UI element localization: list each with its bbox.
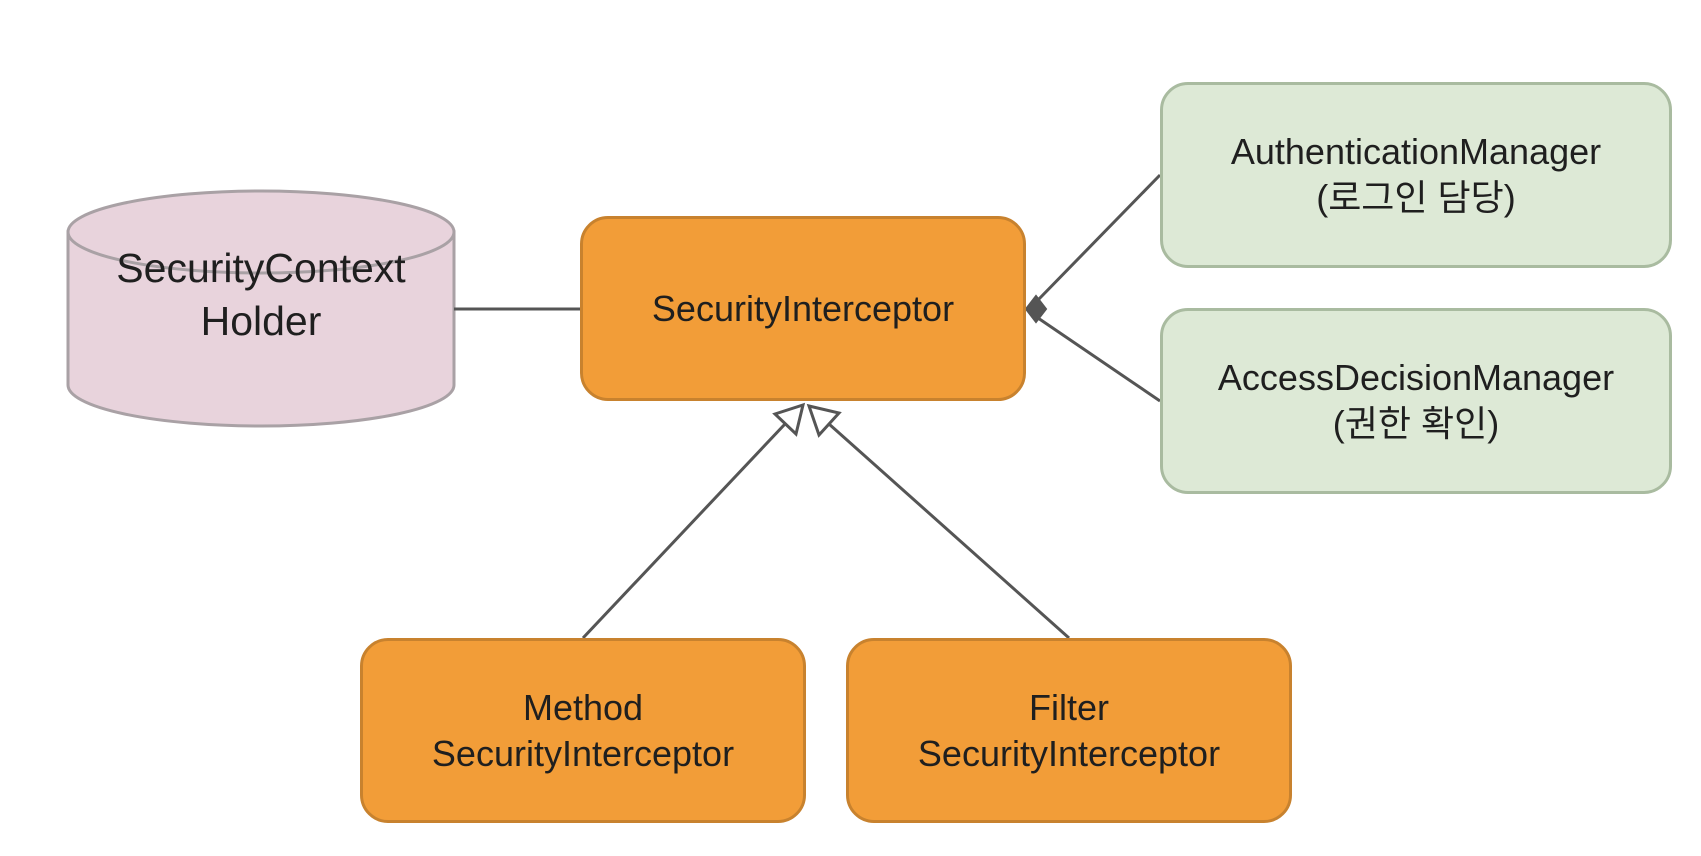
security-context-holder-line2: Holder [200,298,322,344]
filter-security-interceptor-line2: SecurityInterceptor [917,732,1221,774]
filter-security-interceptor-line1: Filter [1029,686,1109,728]
authentication-manager-line2: (로그인 담당) [1316,177,1516,218]
cylinder-body [66,230,456,428]
method-security-interceptor-line1: Method [522,686,644,728]
method-security-interceptor-line2: SecurityInterceptor [431,732,735,774]
security-interceptor-node: SecurityInterceptor [580,216,1026,401]
authentication-manager-node: AuthenticationManager (로그인 담당) [1160,82,1672,268]
security-context-holder-cylinder [66,189,456,428]
authentication-manager-line1: AuthenticationManager [1230,131,1602,172]
generalization-arrowhead-filter [806,403,842,438]
access-decision-manager-line2: (권한 확인) [1332,403,1500,444]
security-interceptor-label: SecurityInterceptor [651,287,955,329]
composition-diamond [1024,294,1048,324]
security-context-holder-line1: SecurityContext [116,245,406,291]
edge-access-manager-to-interceptor [1037,316,1161,403]
edge-auth-manager-to-interceptor [1036,173,1162,302]
filter-security-interceptor-node: Filter SecurityInterceptor [846,638,1292,823]
generalization-arrowhead-method [772,402,806,437]
access-decision-manager-line1: AccessDecisionManager [1217,357,1615,398]
access-decision-manager-node: AccessDecisionManager (권한 확인) [1160,308,1672,494]
method-security-interceptor-node: Method SecurityInterceptor [360,638,806,823]
cylinder-top [66,189,456,275]
security-context-holder-label: SecurityContext Holder [68,242,454,348]
edge-filter-to-interceptor [828,422,1070,640]
edge-method-to-interceptor [581,422,787,640]
